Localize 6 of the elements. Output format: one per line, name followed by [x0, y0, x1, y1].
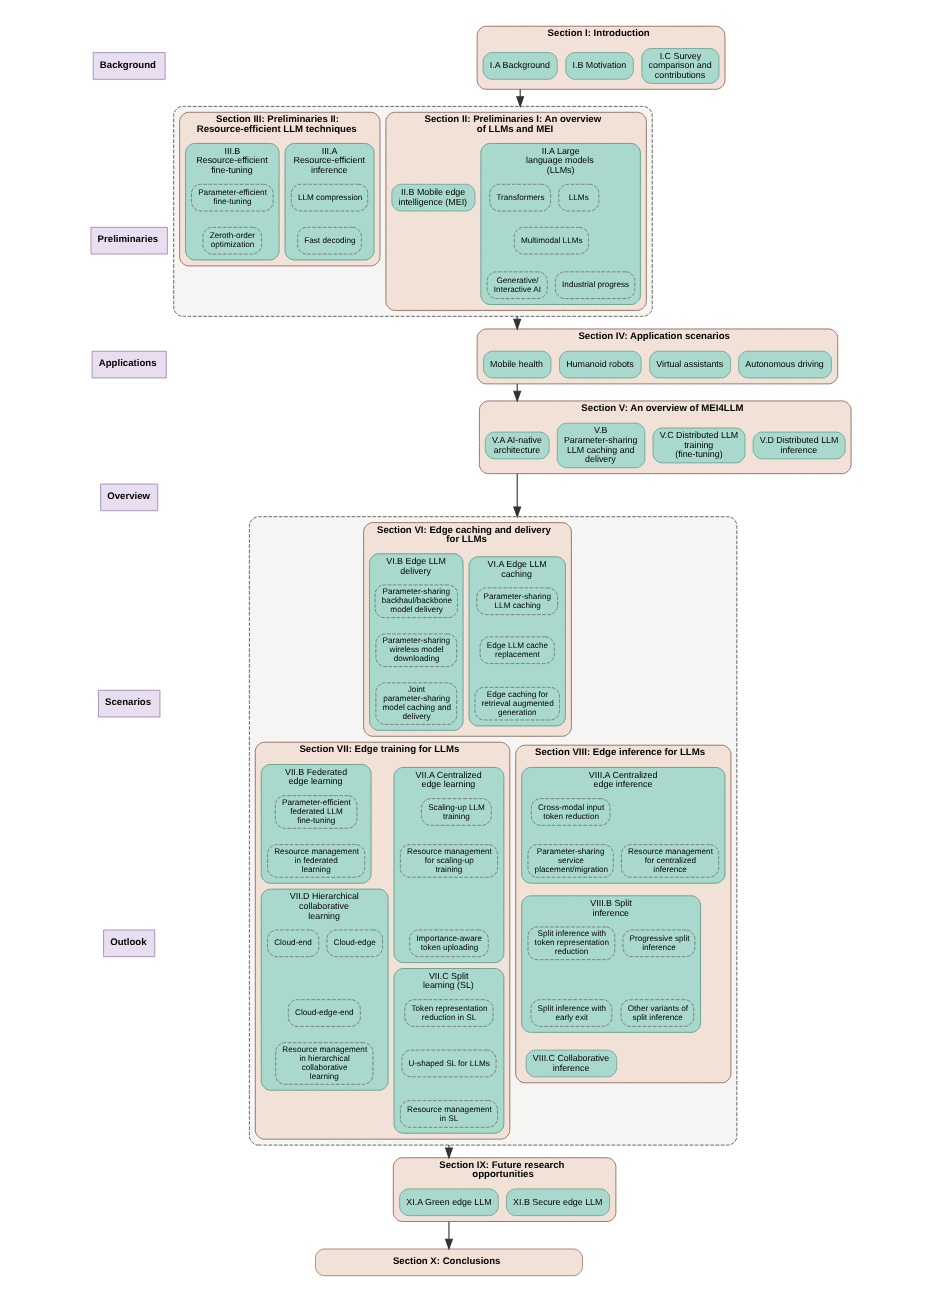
arrow	[444, 1144, 454, 1160]
arrow	[513, 315, 522, 331]
arrow	[444, 1220, 454, 1251]
cluster	[173, 105, 653, 317]
arrow	[513, 473, 522, 519]
cluster	[248, 516, 738, 1146]
